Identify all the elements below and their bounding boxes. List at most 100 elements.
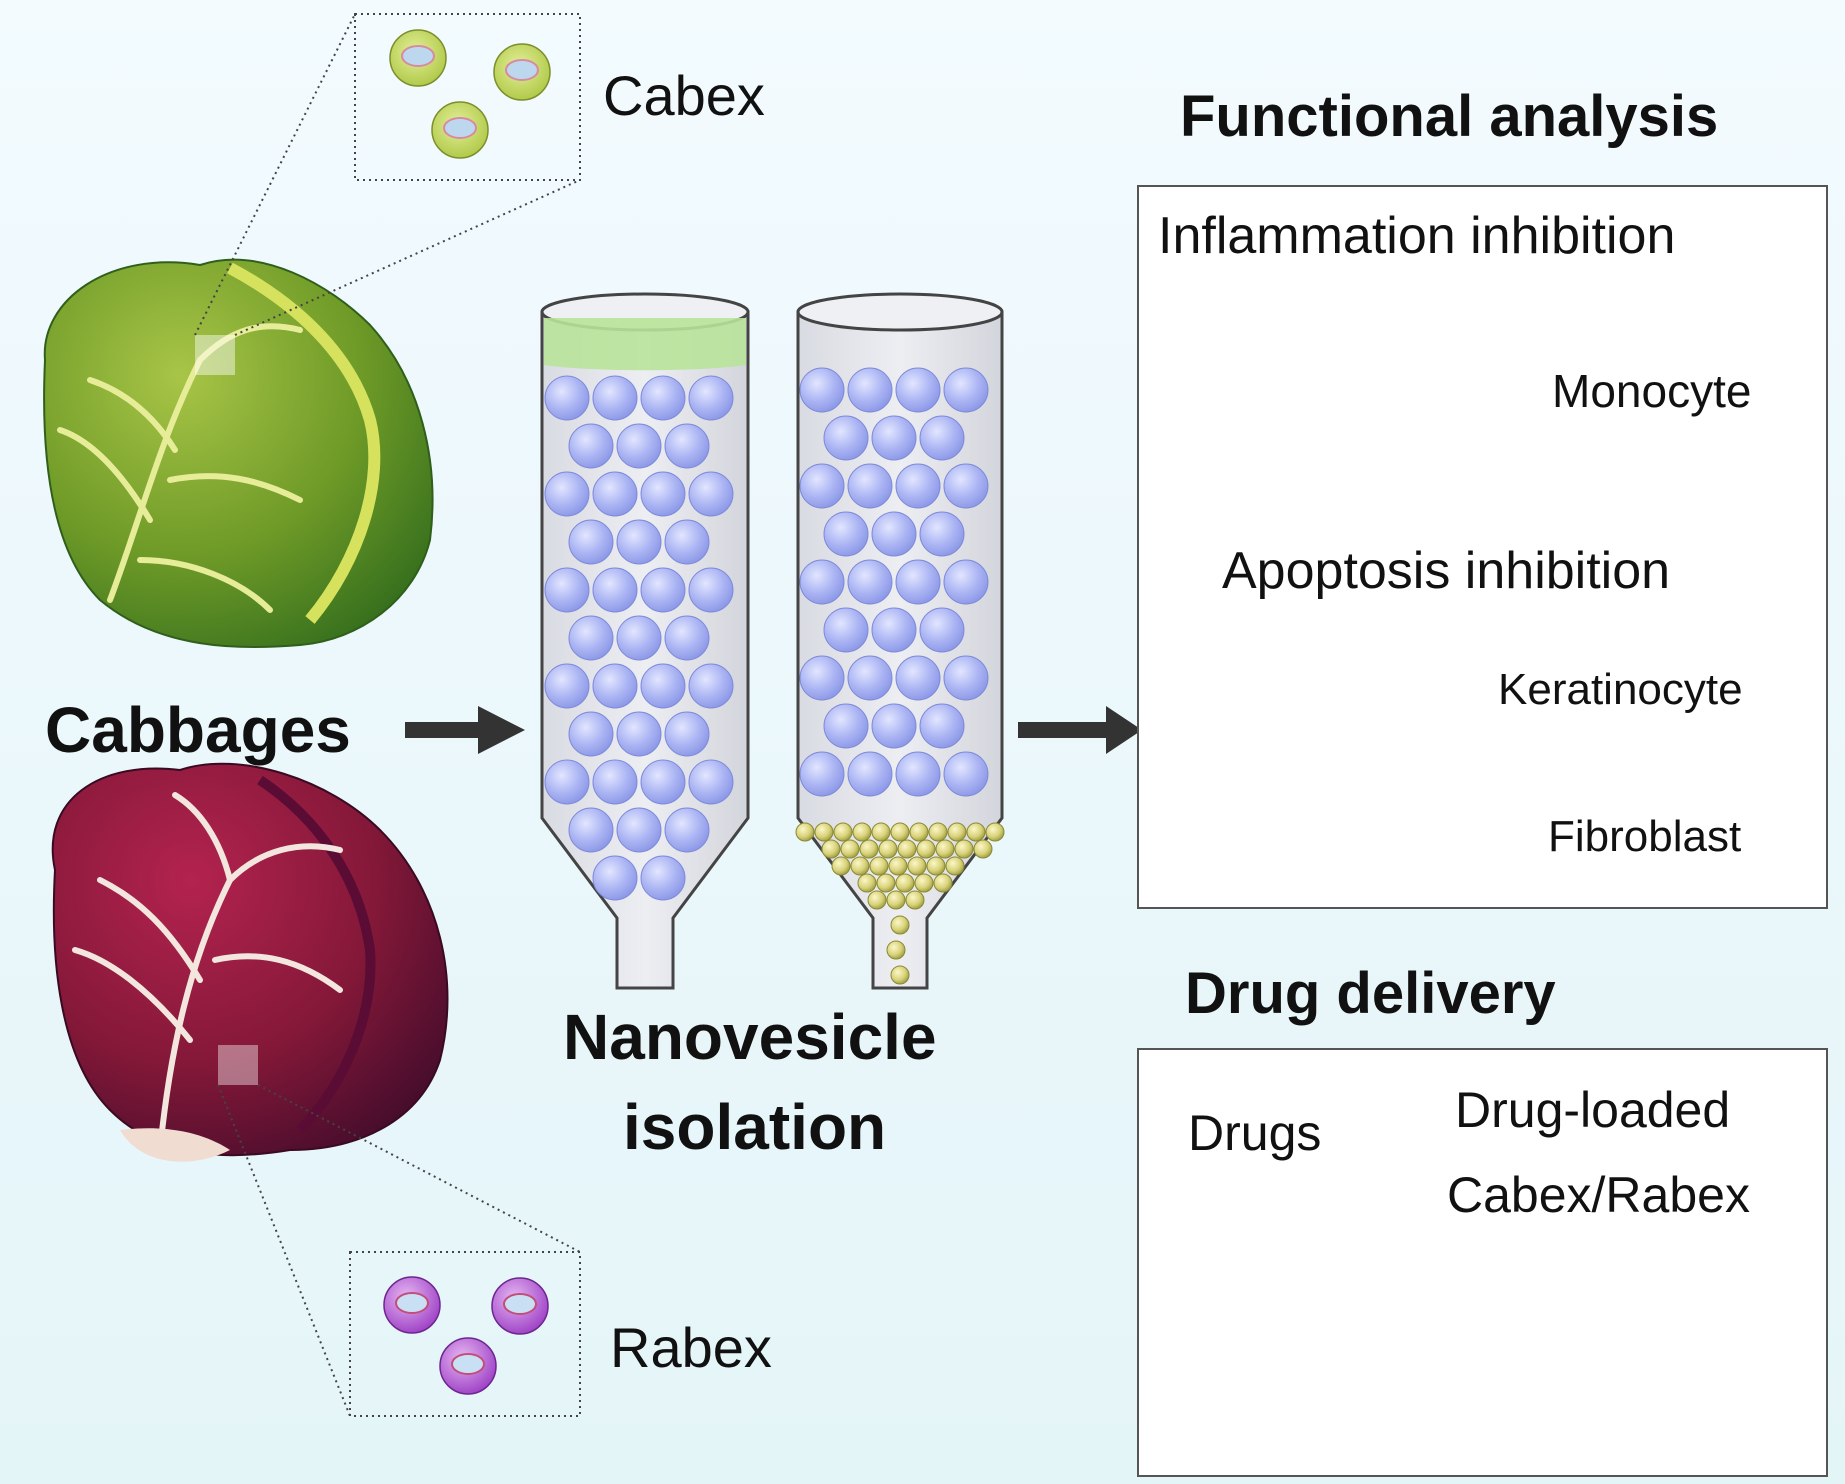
column-bead [919, 415, 965, 461]
column-bead [616, 519, 662, 565]
column-bead [616, 423, 662, 469]
column-bead [592, 375, 638, 421]
column-bead [823, 511, 869, 557]
drug-loaded-label-line2: Cabex/Rabex [1447, 1167, 1750, 1223]
collected-vesicle [857, 873, 877, 893]
collected-vesicle [909, 822, 929, 842]
column-bead [943, 463, 989, 509]
column-bead [871, 703, 917, 749]
collected-vesicle [935, 839, 955, 859]
column-bead [544, 375, 590, 421]
column-bead [640, 471, 686, 517]
collected-vesicle [869, 856, 889, 876]
collected-vesicle [878, 839, 898, 859]
column-bead [847, 367, 893, 413]
column-bead [688, 567, 734, 613]
column-bead [592, 567, 638, 613]
column-bead [895, 463, 941, 509]
column-bead [799, 655, 845, 701]
column-bead [592, 855, 638, 901]
collected-vesicle [886, 940, 906, 960]
collected-vesicle [814, 822, 834, 842]
collected-vesicle [871, 822, 891, 842]
column-2-collected-vesicles [795, 822, 1005, 985]
collected-vesicle [876, 873, 896, 893]
column-bead [847, 751, 893, 797]
column-bead [688, 663, 734, 709]
collected-vesicle [886, 890, 906, 910]
column-bead [544, 663, 590, 709]
column-bead [919, 703, 965, 749]
column-bead [640, 663, 686, 709]
column-bead [943, 655, 989, 701]
inflammation-inhibition-label: Inflammation inhibition [1158, 207, 1676, 265]
column-bead [616, 615, 662, 661]
column-bead [871, 607, 917, 653]
column-bead [823, 415, 869, 461]
column-bead [568, 711, 614, 757]
collected-vesicle [926, 856, 946, 876]
column-bead [799, 751, 845, 797]
collected-vesicle [852, 822, 872, 842]
column-bead [592, 471, 638, 517]
collected-vesicle [947, 822, 967, 842]
arrow-to-analysis [1018, 706, 1142, 754]
arrow-to-isolation [405, 706, 525, 754]
column-bead [847, 463, 893, 509]
cabex-zoom-lines [194, 13, 581, 336]
column-bead [568, 807, 614, 853]
collected-vesicle [831, 856, 851, 876]
column-2-beads [799, 367, 989, 797]
rabex-label: Rabex [610, 1316, 772, 1379]
column-bead [799, 367, 845, 413]
column-tube-2 [795, 292, 1005, 990]
column-bead [847, 655, 893, 701]
column-bead [943, 559, 989, 605]
column-bead [664, 423, 710, 469]
column-tube-1 [540, 292, 750, 990]
collected-vesicle [888, 856, 908, 876]
collected-vesicle [833, 822, 853, 842]
column-bead [568, 615, 614, 661]
collected-vesicle [905, 890, 925, 910]
column-bead [847, 559, 893, 605]
monocyte-label: Monocyte [1552, 365, 1752, 417]
column-bead [799, 559, 845, 605]
collected-vesicle [850, 856, 870, 876]
column-bead [895, 751, 941, 797]
fibroblast-label: Fibroblast [1548, 812, 1742, 861]
column-bead [943, 367, 989, 413]
column-bead [664, 519, 710, 565]
column-bead [640, 567, 686, 613]
column-bead [640, 759, 686, 805]
collected-vesicle [897, 839, 917, 859]
column-bead [616, 711, 662, 757]
cabex-vesicles [389, 29, 551, 159]
column-bead [823, 607, 869, 653]
column-bead [895, 655, 941, 701]
column-bead [871, 415, 917, 461]
column-bead [592, 759, 638, 805]
drug-delivery-title: Drug delivery [1185, 961, 1556, 1026]
red-cabbage-illustration [51, 762, 449, 1162]
column-bead [919, 511, 965, 557]
column-bead [688, 471, 734, 517]
collected-vesicle [954, 839, 974, 859]
column-bead [688, 759, 734, 805]
collected-vesicle [985, 822, 1005, 842]
column-bead [664, 711, 710, 757]
column-1-beads [544, 375, 734, 901]
collected-vesicle [916, 839, 936, 859]
rabex-zoom-lines [217, 1084, 581, 1417]
drug-delivery-box [1137, 1048, 1828, 1477]
rabex-vesicles [383, 1276, 549, 1395]
column-bead [895, 559, 941, 605]
collected-vesicle [945, 856, 965, 876]
collected-vesicle [890, 915, 910, 935]
column-bead [823, 703, 869, 749]
column-bead [544, 471, 590, 517]
collected-vesicle [895, 873, 915, 893]
column-bead [943, 751, 989, 797]
functional-analysis-title: Functional analysis [1180, 84, 1719, 149]
